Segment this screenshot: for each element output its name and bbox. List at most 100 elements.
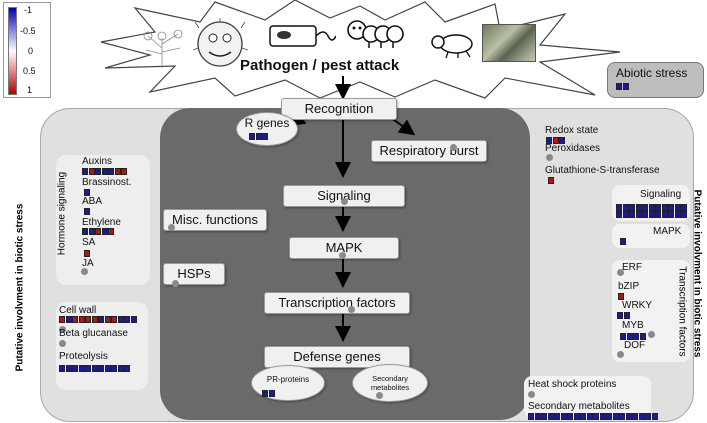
tf-dof-dot: [617, 351, 624, 358]
expression-cell: [651, 413, 658, 420]
expression-cell: [528, 413, 534, 420]
hormone-auxins-cells: [82, 168, 128, 175]
expression-cell: [72, 316, 78, 323]
pathogen-photo: [482, 24, 536, 62]
legend-tick: -1: [24, 5, 33, 15]
secondary-metabolites-label: Secondary metabolites: [370, 374, 410, 392]
expression-cell: [619, 413, 625, 420]
expression-cell: [65, 316, 72, 323]
expression-cell: [117, 365, 124, 372]
cell-wall-cells: [59, 316, 137, 323]
pr-proteins-ellipse: PR-proteins: [251, 365, 325, 401]
expression-cell: [554, 413, 560, 420]
expression-cell: [655, 211, 661, 218]
expression-cell: [616, 83, 622, 90]
tf-wrky-cells: [617, 312, 630, 319]
tf-myb-cells: [620, 333, 646, 340]
expression-cell: [617, 312, 623, 319]
expression-cell: [88, 228, 95, 235]
heat-shock-proteins-label: Heat shock proteins: [528, 379, 617, 390]
expression-cell: [65, 365, 72, 372]
expression-cell: [121, 168, 127, 175]
expression-cell: [586, 413, 593, 420]
expression-cell: [638, 413, 645, 420]
expression-cell: [580, 413, 586, 420]
right-mapk-cells: [620, 238, 627, 245]
expression-cell: [618, 293, 624, 300]
expression-cell: [84, 250, 90, 257]
hormone-aba-cells: [84, 208, 91, 215]
secondary-metabolites-right-label: Secondary metabolites: [528, 401, 630, 412]
expression-cell: [616, 204, 622, 211]
redox-state-cells: [546, 137, 566, 144]
redox-state-label: Redox state: [545, 125, 599, 136]
legend-tick: 0.5: [23, 66, 36, 76]
expression-cell: [117, 316, 124, 323]
signaling-dot: [341, 198, 348, 205]
expression-cell: [668, 211, 674, 218]
pr-proteins-cells: [262, 390, 275, 397]
hormone-signaling-title: Hormone signaling: [56, 171, 68, 256]
beta-glucanase-label: Beta glucanase: [59, 328, 128, 339]
r-genes-label: R genes: [244, 116, 290, 130]
expression-cell: [268, 390, 275, 397]
expression-cell: [84, 189, 90, 196]
r-genes-ellipse: R genes: [236, 112, 298, 146]
abiotic-stress-panel: Abiotic stress: [607, 62, 704, 98]
expression-cell: [645, 413, 651, 420]
expression-cell: [661, 204, 668, 211]
tf-myb-dot: [648, 331, 655, 338]
hormone-ethylene-cells: [82, 228, 115, 235]
expression-cell: [567, 413, 573, 420]
expression-cell: [668, 204, 674, 211]
expression-cell: [108, 228, 114, 235]
pr-proteins-label: PR-proteins: [266, 375, 310, 384]
respiratory-burst-box: Respiratory burst: [371, 140, 487, 162]
transcription-factors-box: Transcription factors: [264, 292, 410, 314]
tf-myb-label: MYB: [622, 320, 644, 331]
left-side-label: Putative involvment in biotic stress: [14, 203, 26, 372]
tf-bzip-label: bZIP: [618, 281, 640, 292]
secondary-metabolites-right-cells: [528, 413, 658, 420]
recognition-box: Recognition: [281, 98, 397, 120]
expression-cell: [642, 204, 648, 211]
expression-cell: [104, 316, 111, 323]
hsps-dot: [172, 280, 179, 287]
expression-cell: [648, 211, 655, 218]
hormone-aba-label: ABA: [82, 196, 103, 207]
hormone-ja-dot: [81, 268, 88, 275]
expression-cell: [255, 133, 262, 140]
expression-cell: [541, 413, 547, 420]
expression-cell: [124, 316, 130, 323]
expression-cell: [635, 211, 642, 218]
tf-bzip-cells: [618, 293, 625, 300]
secondary-metabolites-dot: [376, 392, 383, 399]
expression-cell: [88, 168, 95, 175]
expression-cell: [629, 204, 635, 211]
expression-cell: [559, 137, 565, 144]
bottom-right-panel: [524, 376, 651, 418]
expression-cell: [573, 413, 580, 420]
expression-cell: [648, 204, 655, 211]
expression-cell: [114, 168, 121, 175]
expression-cell: [599, 413, 606, 420]
expression-cell: [249, 133, 255, 140]
expression-cell: [674, 204, 681, 211]
right-side-label: Putative involvment in biotic stress: [691, 189, 703, 358]
plant-sketch-icon: [143, 29, 183, 68]
expression-cell: [612, 413, 619, 420]
hormone-sa-label: SA: [82, 237, 96, 248]
expression-cell: [104, 365, 111, 372]
misc-functions-box: Misc. functions: [163, 209, 267, 231]
expression-cell: [59, 365, 65, 372]
tf-dof-label: DOF: [624, 340, 646, 351]
hormone-ja-label: JA: [82, 258, 94, 269]
page-title: Pathogen / pest attack: [240, 57, 400, 74]
legend-tick: -0.5: [20, 26, 36, 36]
expression-cell: [95, 168, 101, 175]
expression-cell: [85, 316, 91, 323]
expression-cell: [82, 168, 88, 175]
expression-cell: [625, 413, 632, 420]
expression-cell: [616, 211, 622, 218]
expression-cell: [111, 316, 117, 323]
